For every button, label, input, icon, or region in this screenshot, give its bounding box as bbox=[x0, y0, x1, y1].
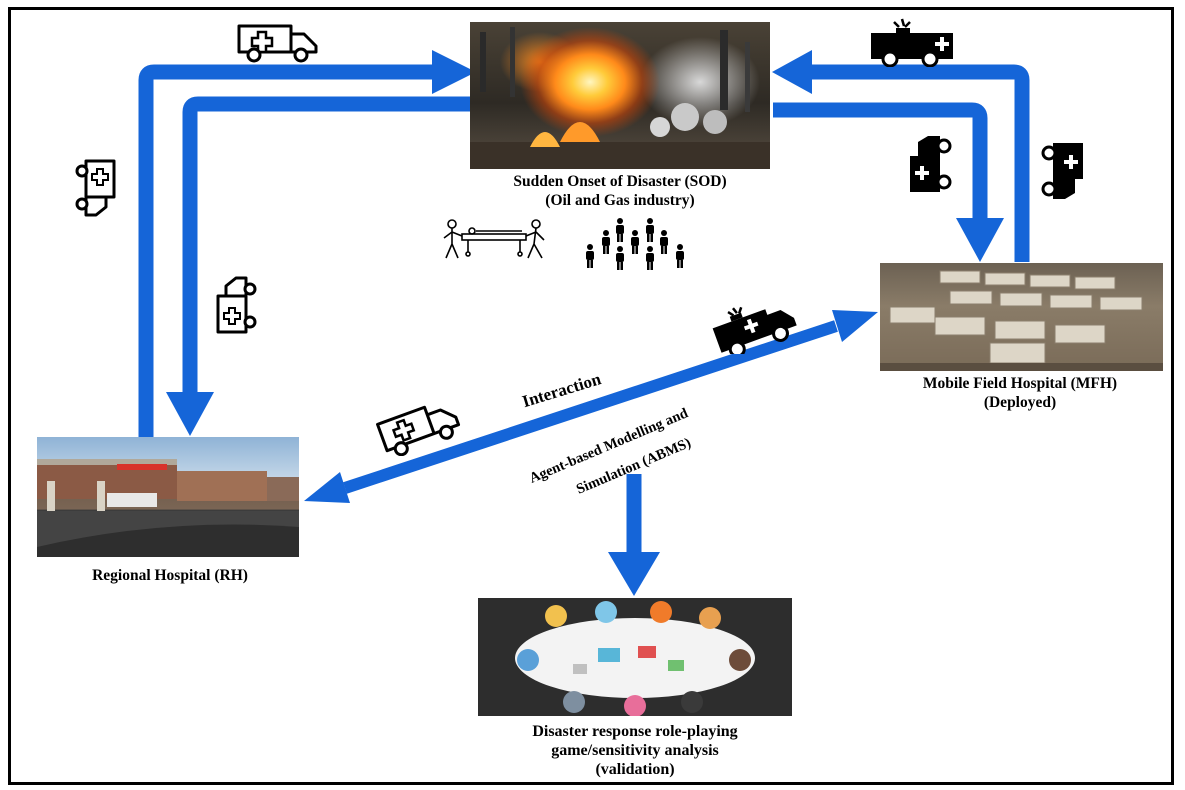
game-caption-line2: game/sensitivity analysis bbox=[551, 742, 719, 759]
arrow-rh-to-sod bbox=[138, 64, 432, 437]
rh-hospital-photo bbox=[37, 437, 299, 557]
game-roleplay-photo bbox=[478, 598, 792, 716]
diagram-frame bbox=[8, 7, 1174, 785]
arrowhead-mfh-to-sod bbox=[772, 50, 812, 94]
game-caption-line3: (validation) bbox=[595, 761, 675, 778]
game-caption-line1: Disaster response role-playing bbox=[532, 723, 738, 740]
rh-caption-line1: Regional Hospital (RH) bbox=[92, 567, 248, 584]
mfh-tents-photo bbox=[880, 263, 1163, 371]
arrowhead-interaction-to-mfh bbox=[832, 310, 878, 342]
arrow-interaction bbox=[343, 320, 838, 494]
ambulance-icon bbox=[910, 136, 952, 192]
ambulance-icon bbox=[75, 159, 116, 217]
ambulance-icon bbox=[376, 405, 461, 456]
mfh-caption-line1: Mobile Field Hospital (MFH) bbox=[922, 375, 1118, 392]
mfh-caption: Mobile Field Hospital (MFH) (Deployed) bbox=[860, 374, 1180, 412]
crowd-icon bbox=[586, 218, 684, 270]
rh-caption: Regional Hospital (RH) bbox=[20, 566, 320, 585]
stretcher-icon bbox=[443, 219, 545, 259]
mfh-caption-line2: (Deployed) bbox=[983, 394, 1057, 411]
arrow-mfh-to-sod bbox=[812, 64, 1030, 262]
arrowhead-interaction-to-rh bbox=[304, 472, 350, 503]
arrowhead-abms-to-game bbox=[608, 552, 660, 596]
arrow-sod-to-rh bbox=[182, 96, 470, 392]
ambulance-icon bbox=[712, 306, 797, 354]
ambulance-icon bbox=[1041, 143, 1083, 199]
sod-caption-line1: Sudden Onset of Disaster (SOD) bbox=[513, 173, 727, 190]
arrowhead-rh-to-sod bbox=[432, 50, 476, 94]
arrowhead-sod-to-mfh bbox=[956, 218, 1004, 262]
ambulance-icon bbox=[216, 276, 257, 334]
arrowhead-sod-to-rh bbox=[166, 392, 214, 436]
sod-caption: Sudden Onset of Disaster (SOD) (Oil and … bbox=[440, 172, 800, 210]
game-caption: Disaster response role-playing game/sens… bbox=[440, 722, 830, 779]
ambulance-icon bbox=[237, 24, 318, 63]
arrow-sod-to-mfh bbox=[773, 102, 988, 218]
sod-fire-photo bbox=[470, 22, 770, 169]
sod-caption-line2: (Oil and Gas industry) bbox=[545, 192, 695, 209]
ambulance-icon bbox=[871, 18, 953, 67]
